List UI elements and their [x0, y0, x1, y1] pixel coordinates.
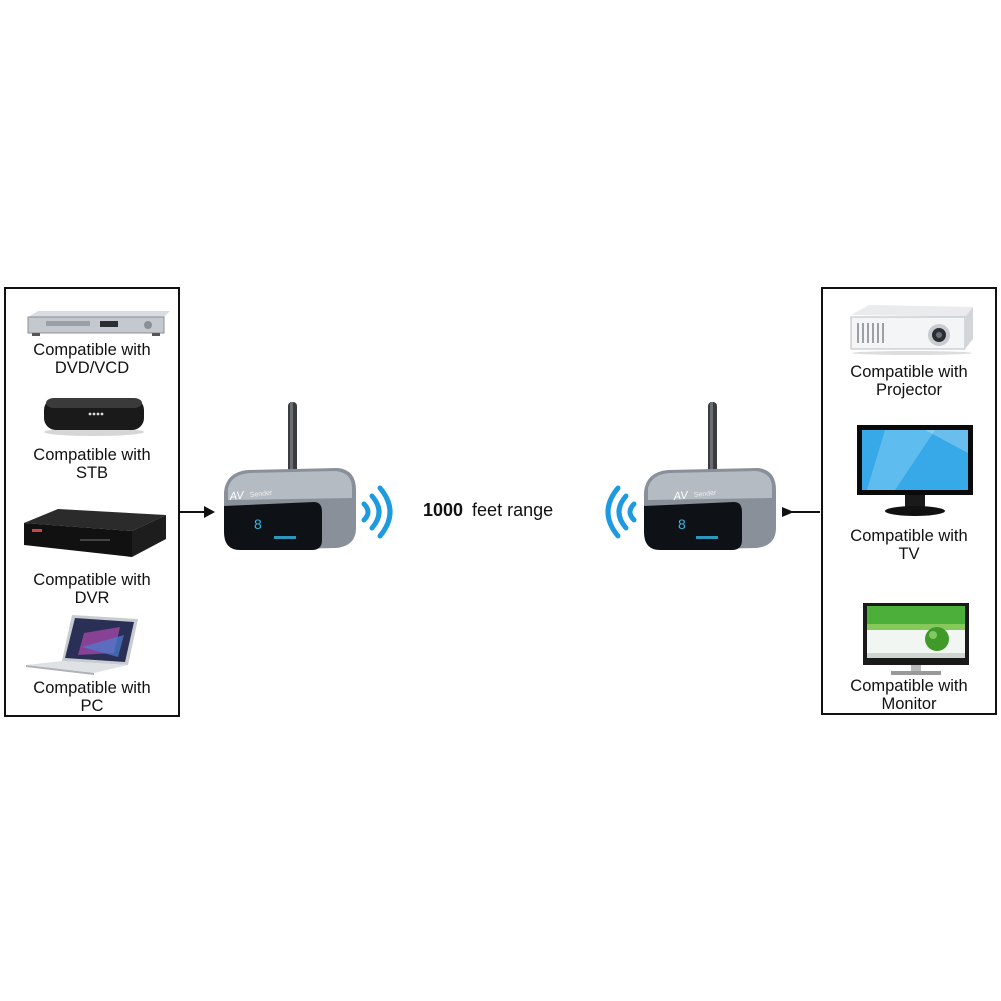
monitor-caption: Compatible with Monitor: [823, 677, 995, 713]
projector-icon: [850, 305, 973, 355]
caption-device: PC: [80, 697, 104, 715]
av-receiver-icon: 8 AV Sender: [644, 402, 776, 550]
projector-caption: Compatible with Projector: [823, 363, 995, 399]
caption-line: Compatible with: [850, 677, 968, 695]
dvd-caption: Compatible with DVD/VCD: [6, 341, 178, 377]
set-top-box-icon: [44, 398, 144, 436]
range-unit: feet range: [472, 500, 554, 520]
caption-line: Compatible with: [33, 571, 151, 589]
tv-icon: [857, 425, 973, 516]
receiver-digit: 8: [678, 516, 686, 532]
tv-caption: Compatible with TV: [823, 527, 995, 563]
signal-waves-left-icon: [605, 485, 637, 539]
source-devices-panel: Compatible with DVD/VCD Compatible with …: [4, 287, 180, 717]
signal-waves-right-icon: [361, 485, 393, 539]
dvr-icon: [24, 509, 166, 557]
stb-caption: Compatible with STB: [6, 446, 178, 482]
receiver-brand: AV: [672, 489, 690, 503]
caption-line: Compatible with: [33, 679, 151, 697]
laptop-icon: [26, 615, 138, 675]
range-label: 1000 feet range: [423, 500, 553, 521]
pc-caption: Compatible with PC: [6, 679, 178, 715]
caption-device: DVR: [74, 589, 110, 607]
caption-line: Compatible with: [33, 446, 151, 464]
caption-device: DVD/VCD: [54, 359, 130, 377]
sender-digit: 8: [254, 516, 262, 532]
sender-brand: AV: [228, 489, 246, 503]
av-sender-icon: 8 AV Sender: [224, 402, 356, 550]
caption-line: Compatible with: [850, 527, 968, 545]
caption-device: STB: [75, 464, 109, 482]
monitor-icon: [863, 603, 969, 675]
output-arrow-icon: [782, 507, 820, 517]
input-arrow-icon: [180, 506, 215, 518]
dvr-caption: Compatible with DVR: [6, 571, 178, 607]
caption-device: TV: [898, 545, 920, 563]
caption-line: Compatible with: [850, 363, 968, 381]
caption-line: Compatible with: [33, 341, 151, 359]
range-value: 1000: [423, 500, 464, 520]
receiver-label: Sender: [693, 490, 717, 499]
caption-device: Projector: [875, 381, 943, 399]
dvd-player-icon: [27, 311, 170, 336]
sender-label: Sender: [249, 490, 273, 499]
display-devices-panel: Compatible with Projector Compatible wit…: [821, 287, 997, 715]
caption-device: Monitor: [881, 695, 937, 713]
